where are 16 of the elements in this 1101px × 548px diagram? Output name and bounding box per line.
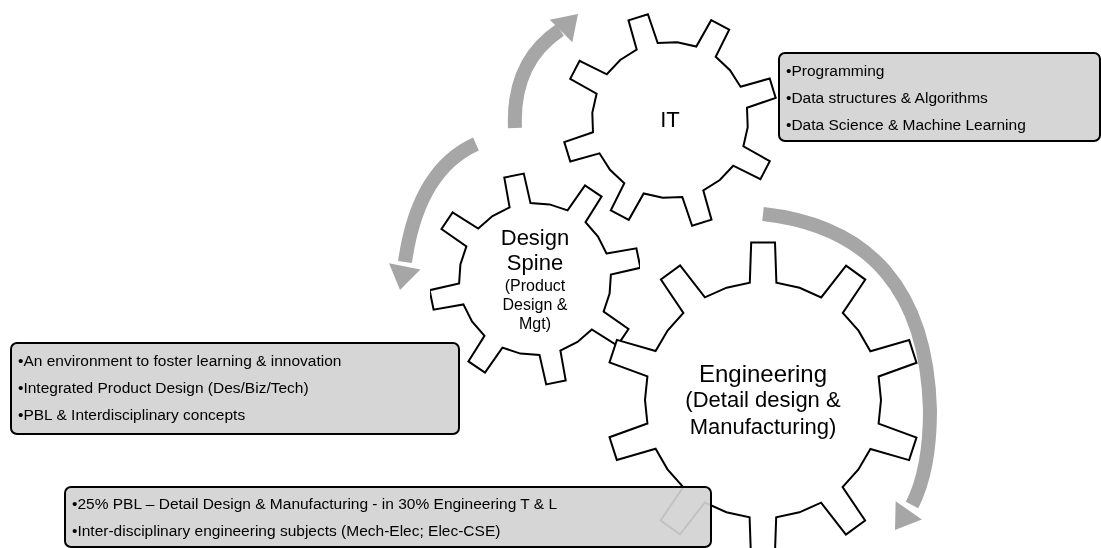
bullet-item: •25% PBL – Detail Design & Manufacturing - in 30% Engineering T & L	[72, 494, 559, 514]
bullet-item: •Programming	[786, 61, 886, 81]
bullet-item: •Integrated Product Design (Des/Biz/Tech)	[18, 378, 310, 398]
bullet-list-box	[10, 342, 460, 435]
bullet-item: •An environment to foster learning & innovation	[18, 351, 343, 371]
gear-subtitle: (Detail design & Manufacturing)	[684, 387, 842, 441]
gear-subtitle: (Product Design & Mgt)	[501, 275, 569, 334]
bullet-item: •Data Science & Machine Learning	[786, 115, 1027, 135]
bullet-item: •Inter-disciplinary engineering subjects (Mech-Elec; Elec-CSE)	[72, 521, 502, 541]
bullet-list-box	[778, 52, 1101, 142]
gear-title: Design Spine	[499, 224, 571, 276]
gear-title: Engineering	[698, 359, 828, 388]
bullet-item: •Data structures & Algorithms	[786, 88, 989, 108]
bullet-item: •PBL & Interdisciplinary concepts	[18, 405, 247, 425]
bullet-list-box	[64, 486, 712, 548]
gear-title: IT	[660, 107, 680, 133]
